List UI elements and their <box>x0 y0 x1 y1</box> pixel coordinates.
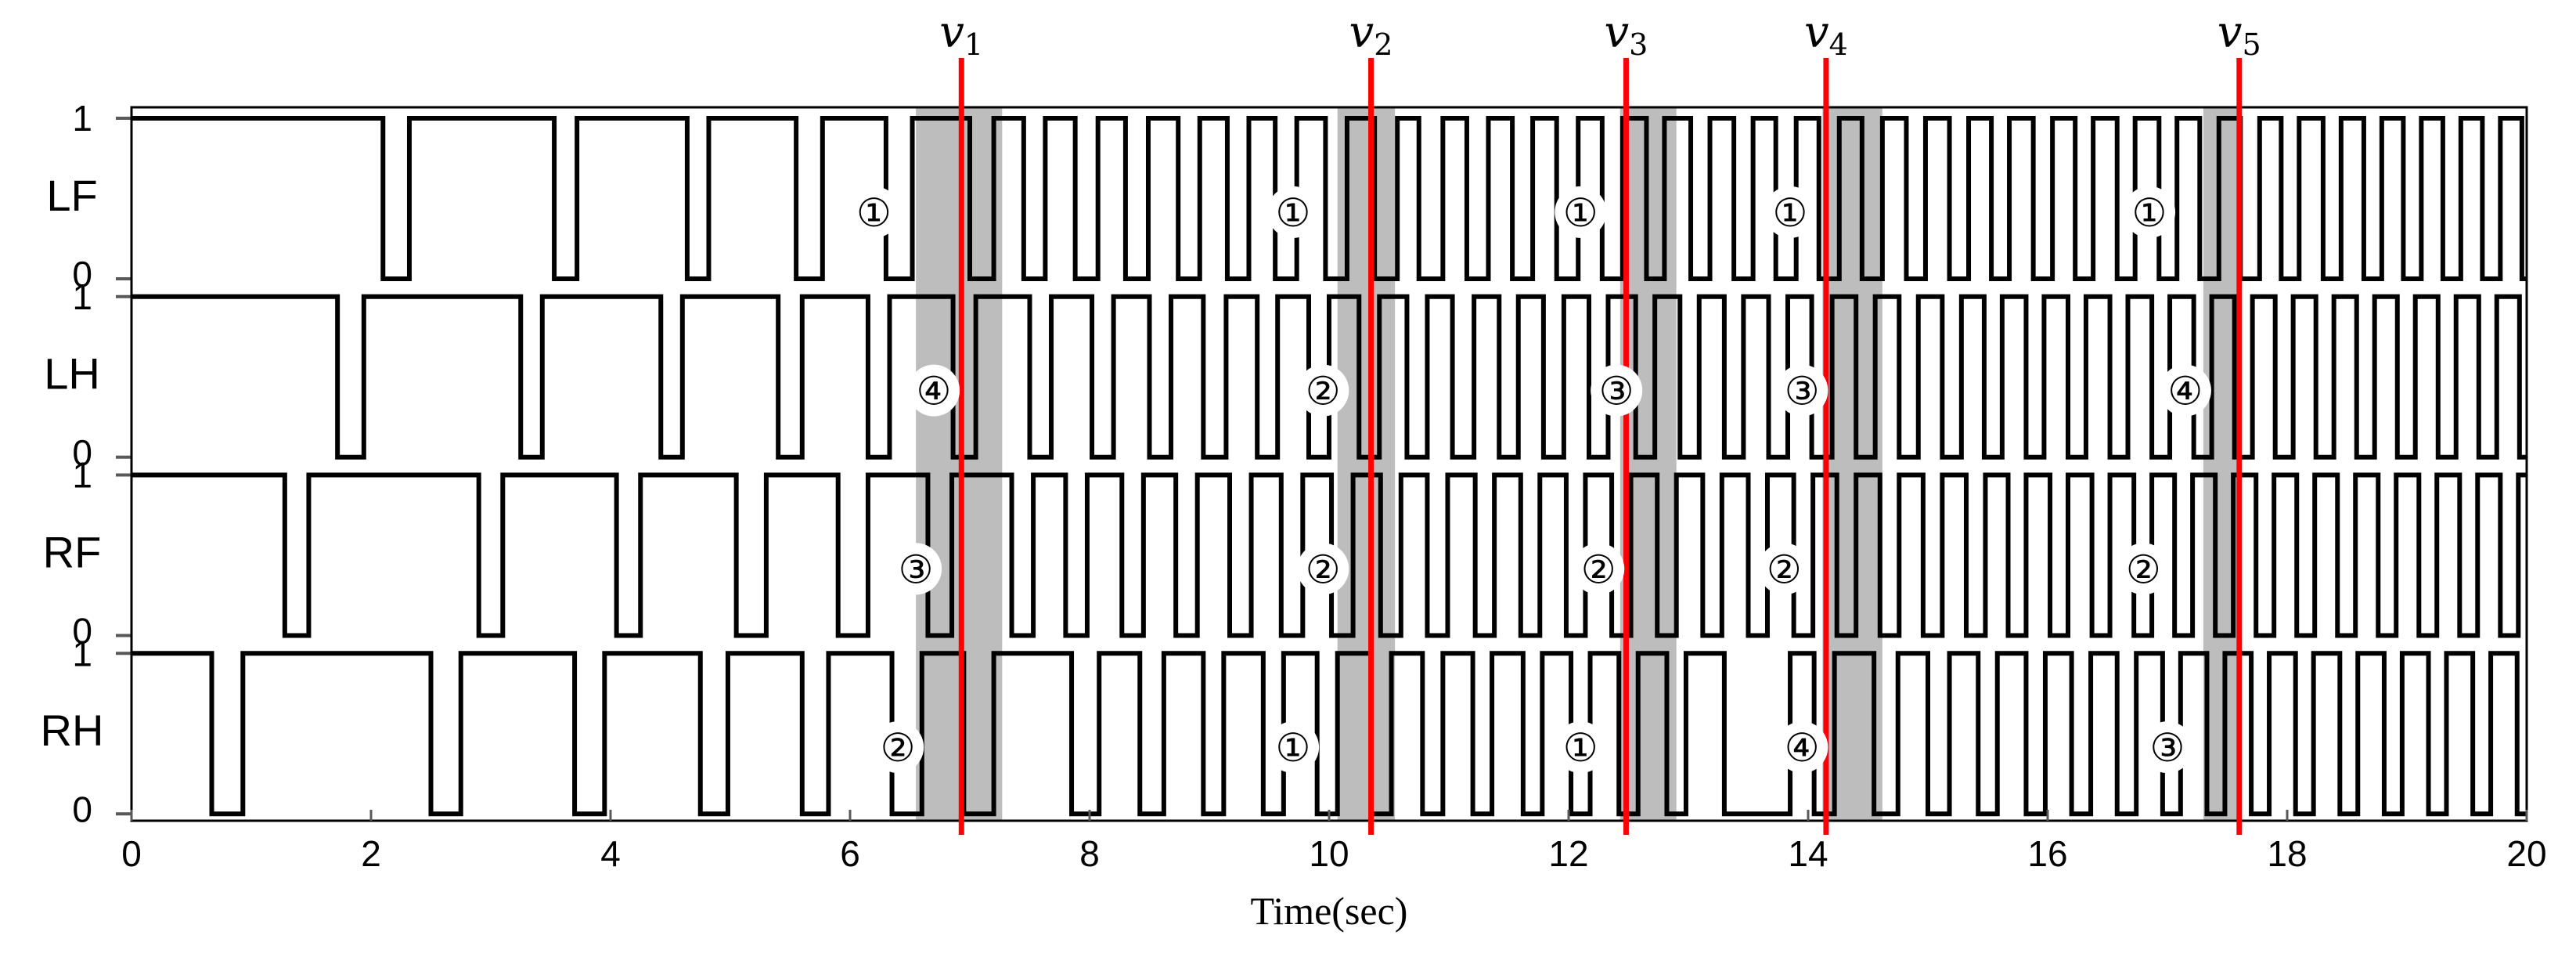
phase-marker-bg-9 <box>1776 364 1828 417</box>
xtick-label-4: 4 <box>600 833 621 874</box>
transition-label-subscript-5: 5 <box>2242 27 2261 62</box>
xtick-label-20: 20 <box>2506 833 2546 874</box>
transition-label-3: v3 <box>1604 7 1648 62</box>
ytick-label-lh-high: 1 <box>72 276 92 317</box>
phase-marker-bg-12 <box>1297 543 1349 595</box>
transition-label-2: v2 <box>1349 7 1393 62</box>
phase-marker-bg-8 <box>1591 364 1643 417</box>
signal-rh <box>132 651 2527 817</box>
phase-marker-1: ① <box>856 190 892 236</box>
phase-marker-bg-6 <box>908 364 960 417</box>
phase-marker-bg-2 <box>1267 186 1320 238</box>
phase-marker-bg-14 <box>1758 543 1810 595</box>
ytick-label-rf-high: 1 <box>72 455 92 496</box>
phase-marker-6: ④ <box>917 369 952 414</box>
xtick-label-14: 14 <box>1788 833 1828 874</box>
xtick-label-6: 6 <box>840 833 860 874</box>
transition-shade-5 <box>2203 107 2242 821</box>
signal-lf <box>132 116 2527 281</box>
phase-marker-7: ② <box>1306 369 1341 414</box>
xtick-label-12: 12 <box>1548 833 1588 874</box>
phase-marker-12: ② <box>1306 547 1341 592</box>
ytick-label-lf-low: 0 <box>72 254 92 294</box>
phase-marker-bg-17 <box>1267 721 1320 774</box>
ytick-label-rh-low: 0 <box>72 789 92 829</box>
transition-layer <box>958 58 2243 835</box>
phase-marker-13: ② <box>1581 547 1616 592</box>
row-label-lh: LH <box>44 349 100 399</box>
phase-marker-bg-18 <box>1555 721 1607 774</box>
transition-label-subscript-3: 3 <box>1629 27 1648 62</box>
phase-marker-bg-10 <box>2159 364 2211 417</box>
signal-layer <box>132 116 2527 817</box>
xtick-label-0: 0 <box>121 833 142 874</box>
transition-label-4: v4 <box>1804 7 1848 62</box>
phase-marker-8: ③ <box>1599 369 1634 414</box>
phase-marker-bg-15 <box>2117 543 2170 595</box>
shade-layer <box>916 107 2242 821</box>
transition-label-subscript-2: 2 <box>1374 27 1392 62</box>
frame-layer <box>116 106 2528 822</box>
phase-marker-16: ② <box>881 725 916 771</box>
signal-lh <box>132 294 2527 460</box>
phase-marker-18: ① <box>1563 725 1598 771</box>
phase-marker-5: ① <box>2132 190 2167 236</box>
ytick-label-rh-high: 1 <box>72 633 92 674</box>
xtick-label-18: 18 <box>2267 833 2307 874</box>
phase-marker-bg-7 <box>1297 364 1349 417</box>
phase-marker-15: ② <box>2126 547 2161 592</box>
phase-marker-2: ① <box>1276 190 1311 236</box>
x-axis-label: Time(sec) <box>1251 889 1408 933</box>
transition-label-1: v1 <box>939 7 983 62</box>
phase-marker-bg-11 <box>890 543 942 595</box>
row-label-lf: LF <box>46 171 97 220</box>
phase-marker-4: ① <box>1773 190 1808 236</box>
row-label-rh: RH <box>41 706 104 755</box>
phase-marker-bg-4 <box>1764 186 1817 238</box>
row-label-rf: RF <box>43 527 102 576</box>
phase-marker-bg-5 <box>2124 186 2176 238</box>
xtick-label-10: 10 <box>1309 833 1349 874</box>
transition-label-subscript-1: 1 <box>964 27 983 62</box>
phase-marker-19: ④ <box>1785 725 1820 771</box>
phase-marker-bg-13 <box>1573 543 1625 595</box>
phase-marker-10: ④ <box>2168 369 2203 414</box>
phase-marker-11: ③ <box>899 547 934 592</box>
signal-rf <box>132 472 2527 638</box>
phase-marker-3: ① <box>1563 190 1598 236</box>
ytick-label-rf-low: 0 <box>72 611 92 652</box>
transition-label-subscript-4: 4 <box>1829 27 1848 62</box>
phase-marker-bg-19 <box>1776 721 1828 774</box>
xtick-label-8: 8 <box>1079 833 1100 874</box>
xtick-label-16: 16 <box>2027 833 2067 874</box>
phase-marker-14: ② <box>1767 547 1802 592</box>
phase-marker-bg-16 <box>872 721 924 774</box>
marker-layer: ① ① ① ① ① ④ ② ③ ③ ④ ③ ② ② ② ② ② ① ① ④ ③ <box>848 186 2211 774</box>
phase-marker-bg-3 <box>1555 186 1607 238</box>
phase-marker-17: ① <box>1276 725 1311 771</box>
phase-marker-bg-1 <box>848 186 900 238</box>
phase-marker-9: ③ <box>1785 369 1820 414</box>
ytick-label-lf-high: 1 <box>72 98 92 139</box>
phase-marker-bg-20 <box>2142 721 2193 774</box>
xtick-label-2: 2 <box>361 833 381 874</box>
ytick-label-lh-low: 0 <box>72 432 92 473</box>
phase-marker-20: ③ <box>2150 725 2185 771</box>
transition-label-5: v5 <box>2218 7 2261 62</box>
